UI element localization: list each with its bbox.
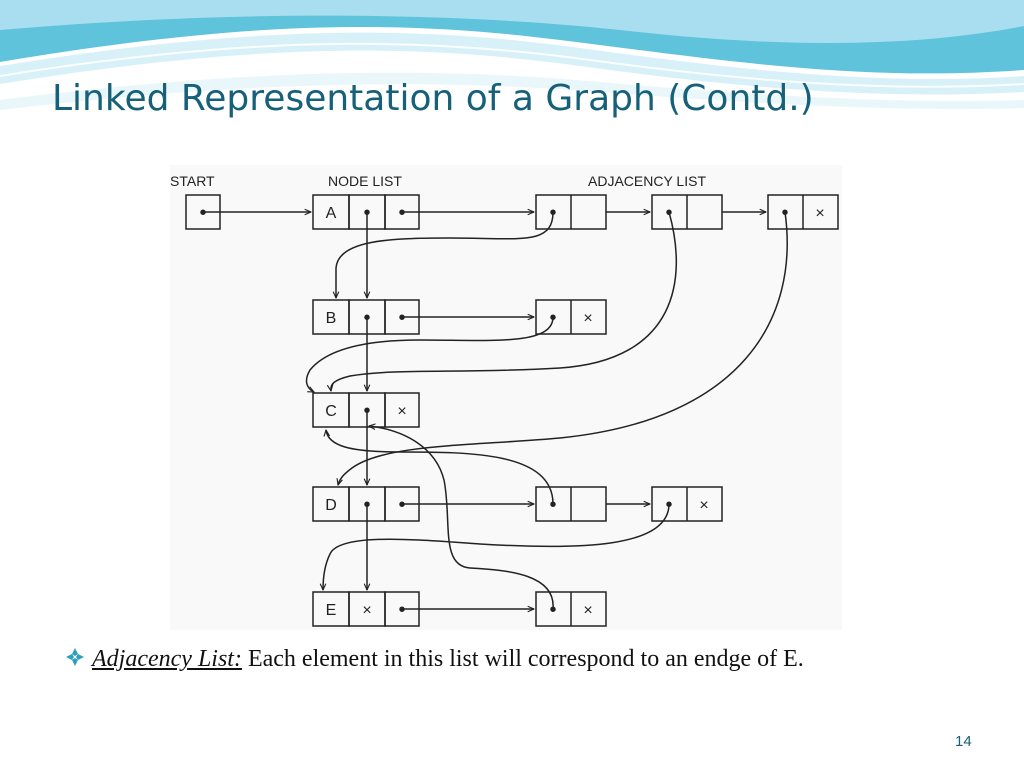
start-label: START [170,173,215,189]
pointer-dot: • [398,599,405,621]
pointer-dot: • [549,494,556,516]
pointer-dot: • [549,202,556,224]
pointer-dot: • [363,494,370,516]
pointer-dot: • [781,202,788,224]
node-a-label: A [326,205,337,222]
adj-d2-to-e-arrow [323,503,670,590]
pointer-dot: • [199,202,206,224]
adj-b1-to-c-arrow [305,316,554,393]
pointer-dot: • [363,202,370,224]
slide-wave-banner [0,0,1024,110]
bullet-text: Adjacency List: Each element in this lis… [92,643,984,676]
pointer-dot: • [398,307,405,329]
adj-e1-to-c-arrow [369,426,554,610]
page-number: 14 [955,733,972,750]
node-c-label: C [325,403,337,420]
diagram-background [170,165,842,630]
node-e-label: E [326,602,337,619]
node-list-label: NODE LIST [328,173,402,189]
pointer-dot: • [549,599,556,621]
pointer-dot: • [398,494,405,516]
null-marker: × [815,205,824,222]
slide-title: Linked Representation of a Graph (Contd.… [52,78,814,119]
pointer-dot: • [665,494,672,516]
pointer-dot: • [398,202,405,224]
adj-d1-to-c-arrow [326,430,554,505]
pointer-dot: • [665,202,672,224]
null-marker: × [397,403,406,420]
bullet-term: Adjacency List: [92,646,242,672]
null-marker: × [583,602,592,619]
adj-a3-to-d-arrow [338,211,788,485]
null-marker: × [362,602,371,619]
adj-a1-to-b-arrow [336,211,554,298]
pointer-dot: • [549,307,556,329]
node-d-label: D [325,497,337,514]
node-b-label: B [326,310,337,327]
node-c-adj-cell [384,392,420,428]
diamond-bullet-icon [66,648,84,666]
null-marker: × [699,497,708,514]
pointer-dot: • [363,400,370,422]
null-marker: × [583,310,592,327]
pointer-dot: • [363,307,370,329]
bullet-description: Each element in this list will correspon… [241,646,804,672]
adjacency-list-label: ADJACENCY LIST [588,173,706,189]
adjacency-list-bullet: Adjacency List: Each element in this lis… [64,643,984,676]
adj-a2-to-c-arrow [331,211,678,391]
